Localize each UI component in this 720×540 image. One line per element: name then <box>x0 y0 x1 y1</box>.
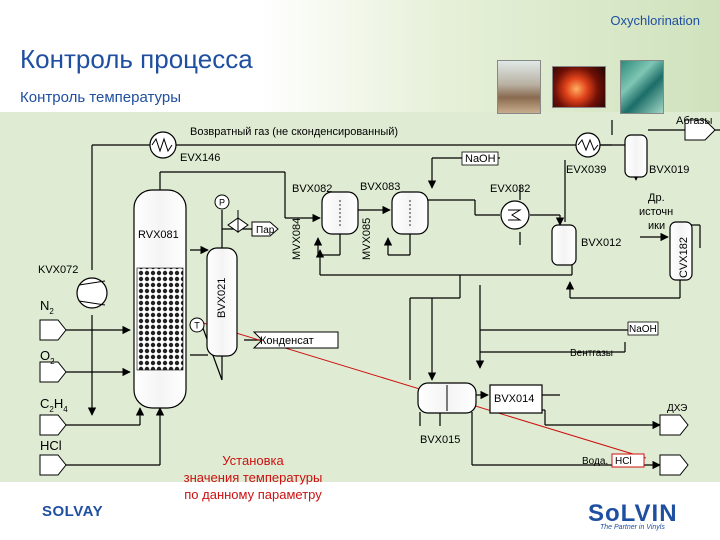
c2h4-feed-tag <box>39 414 67 436</box>
water-label: Вода, <box>582 456 608 467</box>
kvx072-compressor <box>76 277 108 309</box>
vent-gases-label: Вентгазы <box>570 348 613 359</box>
offgas-label: Абгазы <box>676 115 712 127</box>
solvay-logo: SOLVAY <box>42 503 104 520</box>
solvin-tagline: The Partner in Vinyls <box>600 524 665 531</box>
evx039-label: EVX039 <box>566 164 606 176</box>
steam-tag <box>251 221 279 237</box>
other-sources-line-3: ики <box>648 220 665 232</box>
red-flower-photo <box>552 66 606 108</box>
o2-feed-label: O2 <box>40 348 55 366</box>
naoh-top-label: NaOH <box>465 153 496 165</box>
hcl-out-label: HCl <box>615 456 632 467</box>
bvx083-separator <box>391 191 429 235</box>
o2-feed-tag <box>39 361 67 383</box>
bvx082-label: BVX082 <box>292 183 332 195</box>
bvx019-label: BVX019 <box>649 164 689 176</box>
steam-label: Пар <box>256 225 275 236</box>
page-subtitle: Контроль температуры <box>20 89 181 106</box>
water-hcl-tag <box>659 454 689 476</box>
bvx021-steam-drum <box>206 247 238 357</box>
kvx072-label: KVX072 <box>38 264 78 276</box>
bvx083-label: BVX083 <box>360 181 400 193</box>
dche-label: ДХЭ <box>667 403 687 414</box>
mvx085-label: MVX085 <box>361 218 373 260</box>
bvx014-vessel <box>489 384 543 414</box>
n2-feed-tag <box>39 319 67 341</box>
child-on-beach-photo <box>497 60 541 114</box>
bvx019-vessel <box>624 134 648 178</box>
diagram-background <box>0 112 720 482</box>
n2-feed-label: N2 <box>40 298 54 316</box>
page-title: Контроль процесса <box>20 44 253 74</box>
footer <box>0 482 720 540</box>
other-sources-line-2: источн <box>639 206 673 218</box>
pressure-control-valve <box>227 210 249 233</box>
naoh-top-box <box>461 151 499 166</box>
pressure-indicator-label: P <box>219 198 225 208</box>
bvx015-label: BVX015 <box>420 434 460 446</box>
mvx084-label: MVX084 <box>291 218 303 260</box>
annotation-line-3: по данному параметру <box>184 487 322 502</box>
evx032-label: EVX032 <box>490 183 530 195</box>
bvx012-label: BVX012 <box>581 237 621 249</box>
annotation-line-2: значения температуры <box>184 470 323 485</box>
cvx182-label: CVX182 <box>678 237 690 278</box>
evx039-heat-exchanger <box>575 132 601 158</box>
evx032-cooler <box>500 200 530 230</box>
return-gas-label: Возвратный газ (не сконденсированный) <box>190 126 398 138</box>
rvx081-label: RVX081 <box>138 229 179 241</box>
condensate-label: Конденсат <box>260 335 314 347</box>
pressure-indicator: P <box>214 194 230 210</box>
other-sources-line-1: Др. <box>648 192 665 204</box>
bvx015-decanter <box>417 382 477 414</box>
bvx012-vessel <box>551 224 577 266</box>
hcl-feed-label: HCl <box>40 438 62 453</box>
hcl-highlight-box <box>611 453 645 468</box>
offgas-tag <box>684 119 716 141</box>
section-label: Oxychlorination <box>610 13 700 28</box>
evx146-label: EVX146 <box>180 152 220 164</box>
rvx081-reactor <box>133 189 187 409</box>
condensate-tag <box>252 331 339 349</box>
dche-tag <box>659 414 689 436</box>
c2h4-feed-label: C2H4 <box>40 396 68 414</box>
bvx082-separator <box>321 191 359 235</box>
solvin-logo: SoLVIN <box>588 500 678 527</box>
naoh-right-label: NaOH <box>629 324 657 335</box>
annotation-line-1: Установка <box>222 453 284 468</box>
naoh-right-box <box>627 321 659 336</box>
hcl-feed-tag <box>39 454 67 476</box>
bvx021-label: BVX021 <box>216 278 228 318</box>
temperature-indicator: T <box>189 317 205 333</box>
evx146-heat-exchanger <box>149 131 177 159</box>
cvx182-column <box>669 221 693 281</box>
bvx014-label: BVX014 <box>494 393 534 405</box>
temperature-indicator-label: T <box>194 321 200 331</box>
green-glass-photo <box>620 60 664 114</box>
stream-tags <box>39 119 716 476</box>
